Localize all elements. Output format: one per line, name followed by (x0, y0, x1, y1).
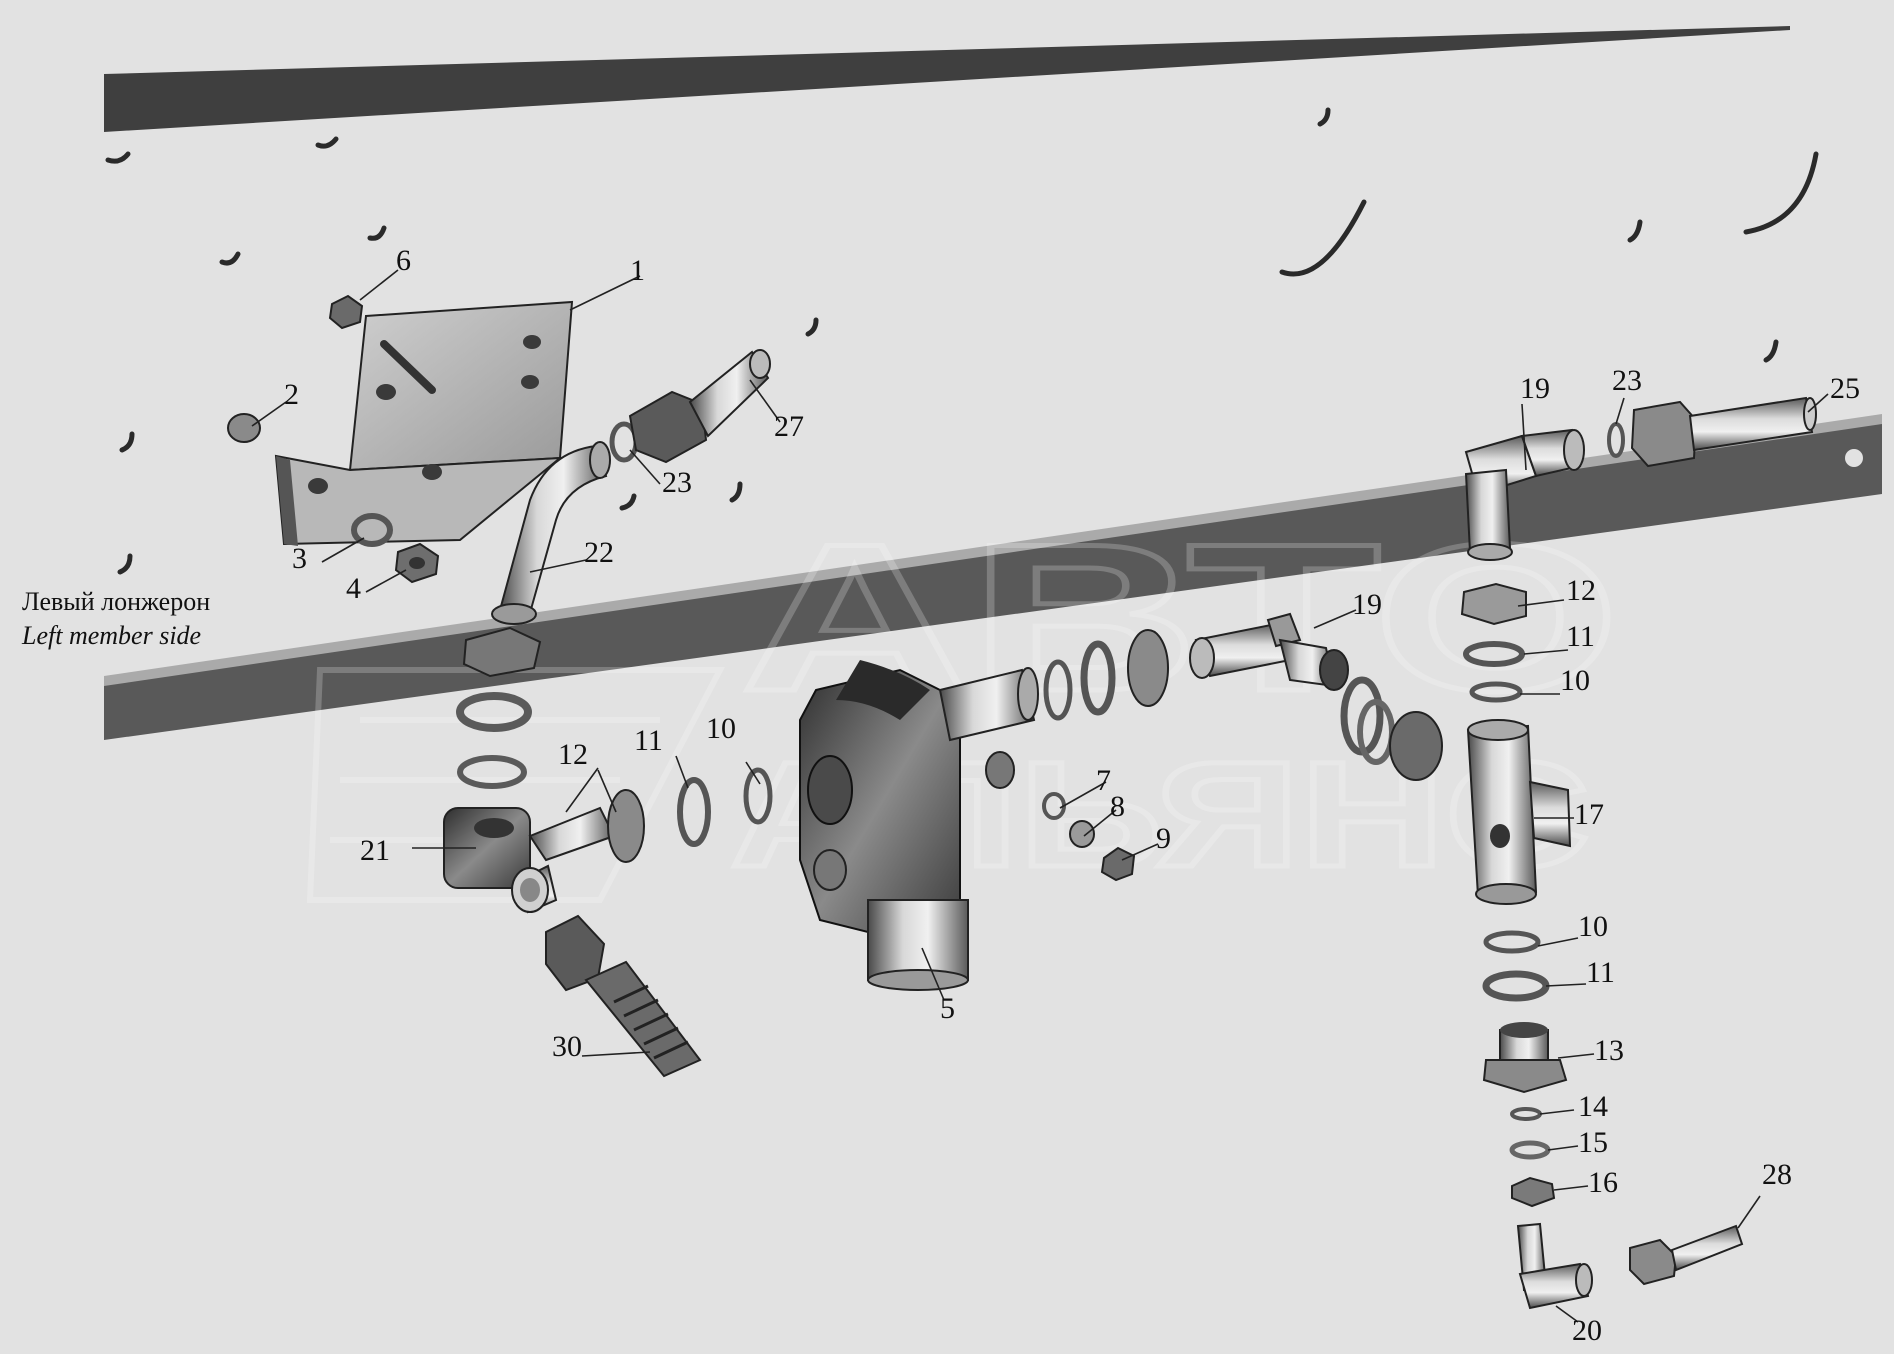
ring (456, 692, 532, 732)
union-nut (462, 626, 542, 678)
part-10-ring-right-bottom (1483, 930, 1541, 954)
part-25-fitting (1630, 396, 1817, 468)
part-21-banjo (443, 806, 616, 914)
callout-17: 17 (1574, 798, 1604, 831)
bracket-plate (274, 300, 574, 546)
callout-15: 15 (1578, 1126, 1608, 1159)
callout-20: 20 (1572, 1314, 1602, 1347)
part-28-fitting (1629, 1224, 1744, 1286)
callout-11-right-top: 11 (1566, 620, 1595, 653)
callout-14: 14 (1578, 1090, 1608, 1123)
callout-19-right: 19 (1520, 372, 1550, 405)
callout-10-left: 10 (706, 712, 736, 745)
part-3-washer (351, 513, 393, 547)
nut (1389, 711, 1443, 781)
side-label-ru: Левый лонжерон (22, 587, 210, 616)
callout-1: 1 (630, 254, 645, 287)
callout-10-right-bottom: 10 (1578, 910, 1608, 943)
callout-16: 16 (1588, 1166, 1618, 1199)
part-17-tee (1466, 719, 1572, 905)
callout-10-right-top: 10 (1560, 664, 1590, 697)
part-27-fitting (628, 349, 771, 464)
ring (1043, 659, 1073, 721)
ring (1080, 640, 1116, 716)
part-20-elbow (1516, 1222, 1593, 1310)
part-5-valve-body (799, 660, 1039, 991)
callout-7: 7 (1096, 764, 1111, 797)
left-member-rail (104, 420, 1882, 740)
callout-5: 5 (940, 992, 955, 1025)
upper-frame-rail (104, 26, 1790, 132)
part-13-nut (1482, 1022, 1568, 1094)
callout-3: 3 (292, 542, 307, 575)
callout-labels: 1 2 3 4 5 6 7 8 9 10 10 10 11 11 11 12 1… (284, 244, 1860, 1347)
callout-6: 6 (396, 244, 411, 277)
part-9-nut (1100, 846, 1136, 882)
callout-27: 27 (774, 410, 804, 443)
callout-2: 2 (284, 378, 299, 411)
callout-13: 13 (1594, 1034, 1624, 1067)
callout-9: 9 (1156, 822, 1171, 855)
callout-28: 28 (1762, 1158, 1792, 1191)
callout-21: 21 (360, 834, 390, 867)
leader-lines (251, 269, 1829, 1323)
callout-11-left: 11 (634, 724, 663, 757)
callout-12-left: 12 (558, 738, 588, 771)
part-22-elbow (491, 441, 611, 625)
part-11-ring-right-top (1463, 641, 1525, 667)
part-10-ring-right-top (1469, 681, 1523, 703)
part-10-ring-left (743, 767, 773, 825)
left-member-rail-edge (104, 414, 1882, 686)
nut (1127, 629, 1169, 707)
callout-25: 25 (1830, 372, 1860, 405)
part-30-hose (545, 914, 702, 1078)
part-11-ring-left (677, 777, 711, 847)
ring (457, 755, 527, 789)
part-19-tee-middle (1189, 612, 1349, 691)
callout-22: 22 (584, 536, 614, 569)
rail-hole (1845, 449, 1863, 467)
side-label-en: Left member side (21, 621, 201, 650)
callout-8: 8 (1110, 790, 1125, 823)
part-12-nut-left (607, 789, 645, 863)
callout-19-middle: 19 (1352, 588, 1382, 621)
part-8-washer (1069, 820, 1095, 848)
callout-4: 4 (346, 572, 361, 605)
callout-23-left: 23 (662, 466, 692, 499)
part-16-nut (1511, 1176, 1556, 1208)
part-19-elbow-right (1464, 428, 1585, 561)
watermark-emblem (306, 667, 725, 903)
part-12-nut-right (1460, 582, 1527, 626)
callout-12-right: 12 (1566, 574, 1596, 607)
callout-23-right: 23 (1612, 364, 1642, 397)
callout-11-right-bottom: 11 (1586, 956, 1615, 989)
frame-holes (105, 107, 1819, 575)
part-6-bolt (328, 294, 364, 330)
part-2-nut (227, 413, 261, 443)
callout-30: 30 (552, 1030, 582, 1063)
